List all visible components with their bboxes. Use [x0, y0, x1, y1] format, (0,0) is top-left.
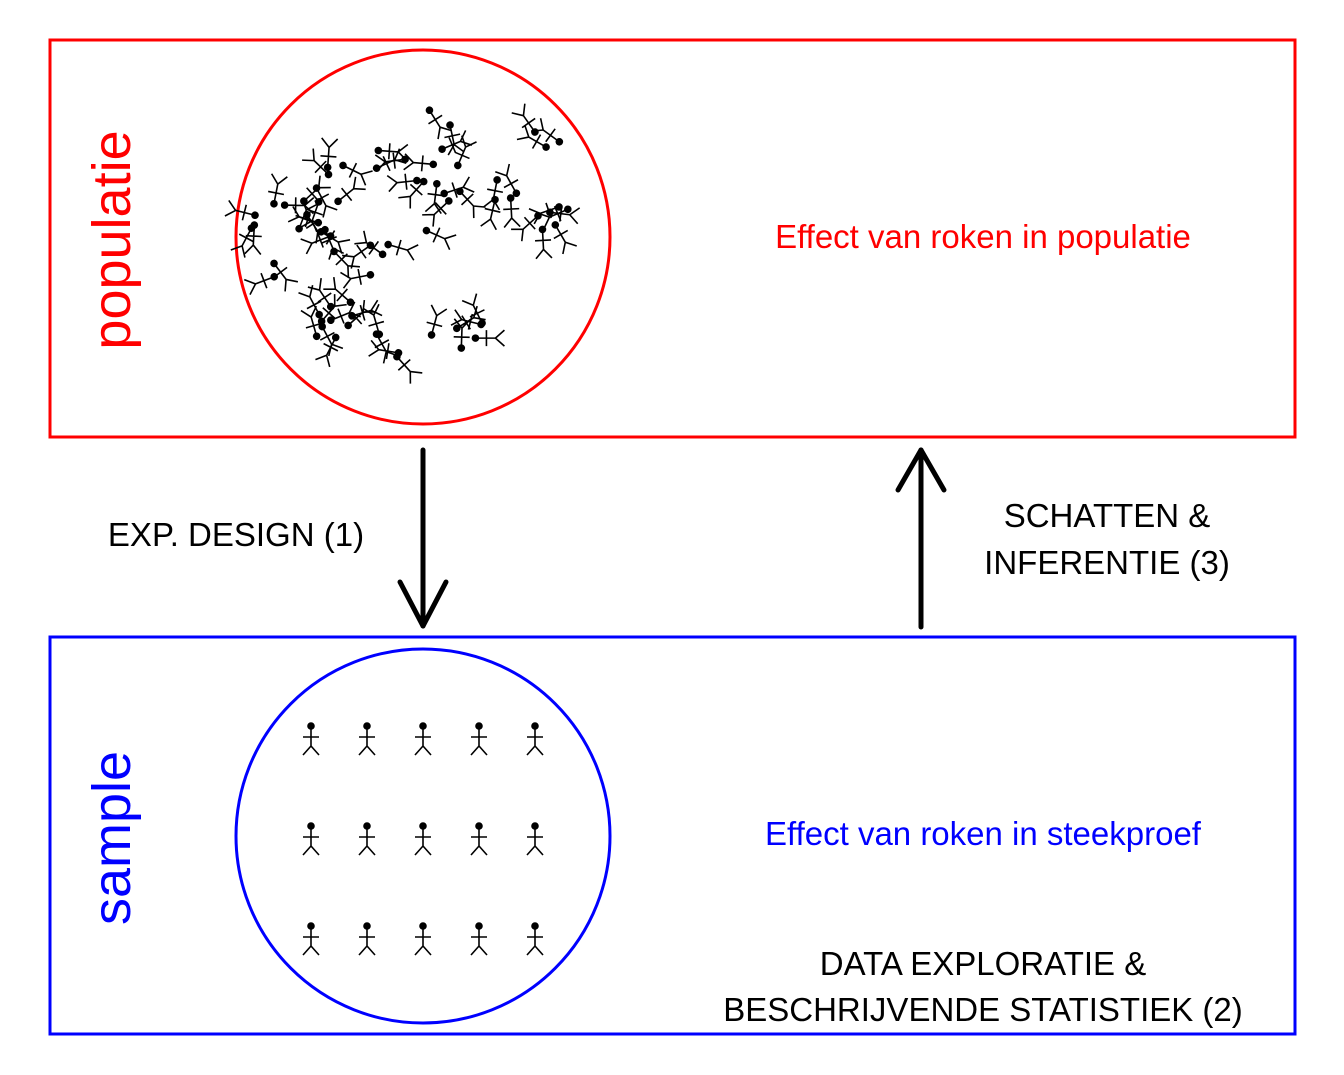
population-person	[300, 232, 335, 255]
population-person	[422, 197, 453, 227]
population-person	[424, 179, 444, 214]
sample-person	[358, 922, 376, 956]
sample-label: sample	[82, 751, 142, 925]
sample-person	[470, 922, 488, 956]
design-arrow	[397, 447, 449, 629]
sample-person	[470, 722, 488, 756]
population-person	[312, 184, 338, 218]
inference-step-line1: SCHATTEN &	[1004, 497, 1211, 534]
population-person	[503, 194, 521, 228]
population-person	[495, 163, 521, 198]
population-person	[546, 205, 581, 225]
sample-person	[302, 822, 320, 856]
population-person	[453, 318, 471, 352]
population-person	[372, 330, 398, 364]
population-person	[321, 225, 345, 260]
population-person	[480, 195, 501, 231]
population-person	[403, 153, 438, 172]
population-person	[374, 143, 409, 162]
population-person	[298, 285, 323, 319]
population-person	[537, 205, 572, 229]
population-person	[551, 221, 577, 255]
sample-person	[414, 922, 432, 956]
population-person	[344, 299, 376, 330]
inference-arrow	[895, 447, 947, 630]
population-person	[444, 121, 465, 156]
population-person	[516, 125, 550, 151]
population-effect-text: Effect van roken in populatie	[775, 218, 1191, 255]
sample-person	[358, 822, 376, 856]
population-person	[456, 187, 486, 219]
sample-person	[414, 822, 432, 856]
population-box	[48, 38, 1297, 439]
population-person	[368, 339, 403, 360]
population-person	[330, 247, 360, 278]
population-circle	[234, 48, 612, 426]
population-person	[483, 176, 504, 211]
population-person	[340, 268, 375, 289]
population-person	[320, 137, 339, 172]
sample-person	[302, 722, 320, 756]
population-person	[535, 225, 553, 260]
exploration-step-line1: DATA EXPLORATIE &	[820, 945, 1146, 982]
sample-person	[526, 822, 544, 856]
sample-effect-text: Effect van roken in steekproef	[765, 815, 1202, 852]
population-person	[323, 277, 355, 306]
sample-people	[302, 722, 544, 956]
exploration-step-line2: BESCHRIJVENDE STATISTIEK (2)	[723, 991, 1243, 1028]
sample-person	[526, 722, 544, 756]
sample-person	[526, 922, 544, 956]
design-step-label: EXP. DESIGN (1)	[108, 516, 364, 553]
population-person	[270, 259, 299, 292]
sample-person	[470, 822, 488, 856]
population-person	[339, 161, 373, 186]
population-person	[224, 200, 259, 221]
population-person	[244, 221, 262, 255]
population-person	[334, 176, 366, 206]
population-person	[386, 173, 421, 193]
inference-step-line2: INFERENTIE (3)	[984, 544, 1230, 581]
sample-circle	[234, 647, 612, 1025]
population-person	[422, 226, 457, 250]
population-person	[315, 333, 340, 368]
population-person	[327, 301, 361, 324]
population-person	[302, 148, 333, 179]
population-person	[372, 148, 407, 173]
sample-person	[302, 922, 320, 956]
population-person	[280, 197, 315, 215]
population-person	[300, 305, 322, 341]
population-person	[342, 241, 375, 269]
population-person	[398, 177, 428, 209]
population-crowd	[224, 103, 581, 384]
sample-person	[358, 722, 376, 756]
population-person	[471, 329, 505, 347]
population-person	[531, 118, 564, 146]
population-person	[295, 198, 318, 233]
population-person	[384, 239, 419, 261]
population-person	[461, 293, 486, 327]
sample-person	[414, 722, 432, 756]
population-person	[348, 299, 383, 321]
population-person	[268, 173, 288, 208]
sample-panel: sample Effect van roken in steekproef DA…	[48, 635, 1297, 1036]
population-label: populatie	[82, 130, 142, 349]
population-person	[425, 106, 452, 140]
population-person	[426, 304, 448, 339]
population-person	[440, 176, 475, 198]
population-panel: populatie Effect van roken in populatie	[48, 38, 1297, 439]
population-person	[454, 135, 477, 170]
population-person	[243, 272, 279, 295]
population-person	[438, 130, 473, 153]
sample-box	[48, 635, 1297, 1036]
